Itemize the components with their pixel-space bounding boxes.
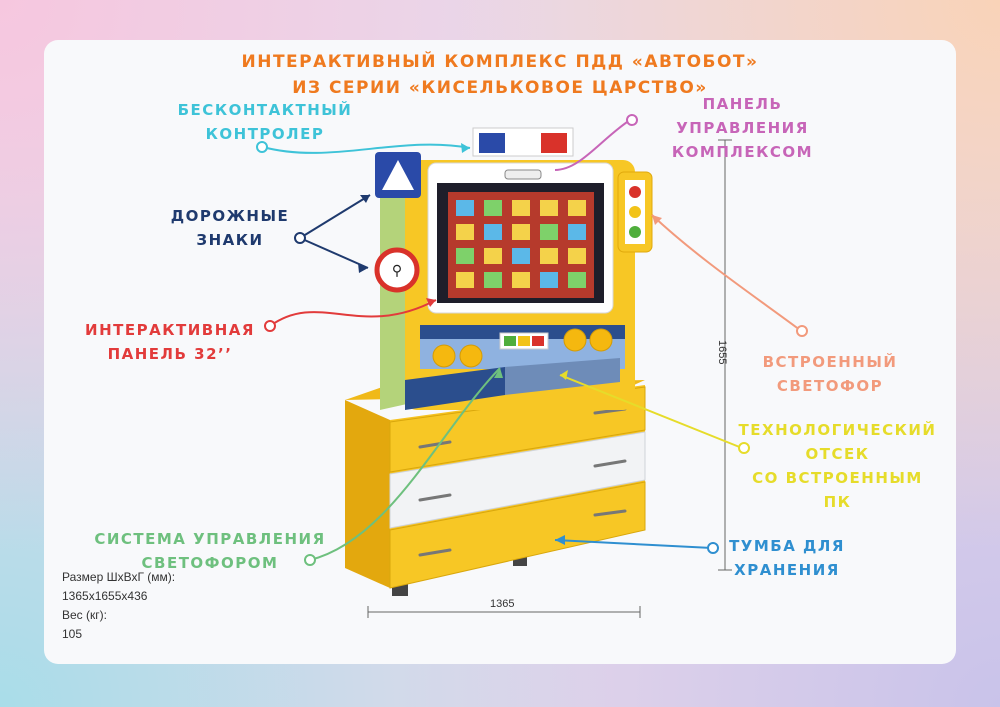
arrowhead <box>358 263 368 273</box>
drawer-handle <box>418 440 452 449</box>
drawer-handle <box>418 493 452 502</box>
label-signs-line1: ДОРОЖНЫЕ <box>170 207 290 225</box>
specs-block: Размер ШхВхГ (мм): 1365x1655x436 Вес (кг… <box>62 568 175 644</box>
label-tech-bay-line1: ТЕХНОЛОГИЧЕСКИЙ <box>738 421 937 439</box>
page-title-line2: ИЗ СЕРИИ «КИСЕЛЬКОВОЕ ЦАРСТВО» <box>292 78 708 98</box>
label-control-panel-line2: КОМПЛЕКСОМ <box>671 143 814 161</box>
signs-connector-upper <box>299 194 371 239</box>
label-controller-line1: БЕСКОНТАКТНЫЙ <box>177 101 353 119</box>
panel-connector <box>269 299 437 327</box>
cabinet-dot <box>707 542 719 554</box>
arrowhead <box>652 215 662 225</box>
label-controller: БЕСКОНТАКТНЫЙ КОНТРОЛЕР <box>165 98 365 146</box>
label-traffic-control: СИСТЕМА УПРАВЛЕНИЯ СВЕТОФОРОМ <box>85 527 335 575</box>
label-tech-bay-line2: ОТСЕК <box>805 445 870 463</box>
label-signs-line2: ЗНАКИ <box>196 231 264 249</box>
label-panel-line2: ПАНЕЛЬ 32’’ <box>107 345 233 363</box>
label-traffic-control-line1: СИСТЕМА УПРАВЛЕНИЯ <box>94 530 326 548</box>
width-dimension-label: 1365 <box>490 598 515 610</box>
control-panel-dot <box>626 114 638 126</box>
drawer-middle <box>389 431 646 529</box>
lower-panel <box>405 367 505 410</box>
drawer-bottom <box>389 481 646 589</box>
label-control-panel: ПАНЕЛЬ УПРАВЛЕНИЯ КОМПЛЕКСОМ <box>635 92 850 164</box>
label-builtin-light: ВСТРОЕННЫЙ СВЕТОФОР <box>755 350 905 398</box>
arrowhead <box>461 143 470 153</box>
label-panel: ИНТЕРАКТИВНАЯ ПАНЕЛЬ 32’’ <box>75 318 265 366</box>
red-signal <box>629 186 641 198</box>
screen-camera-bar <box>504 169 542 180</box>
green-button <box>504 336 516 346</box>
green-signal <box>629 226 641 238</box>
round-button <box>432 344 456 368</box>
label-tech-bay-line3: СО ВСТРОЕННЫМ ПК <box>752 469 923 511</box>
drawer-handle <box>418 548 452 557</box>
cabinet-foot <box>513 555 527 566</box>
builtin-light-dot <box>796 325 808 337</box>
signs-connector-lower <box>299 237 369 269</box>
control-panel-connector <box>554 119 631 171</box>
yellow-signal <box>629 206 641 218</box>
cabinet-side <box>345 400 390 588</box>
arrowhead <box>555 535 565 545</box>
yellow-button <box>518 336 530 346</box>
crosswalk-sign-triangle <box>382 160 414 190</box>
builtin-light-connector <box>651 214 801 331</box>
height-dimension-label: 1655 <box>716 340 728 365</box>
traffic-control-dot <box>304 554 316 566</box>
weight-value: 105 <box>62 627 83 641</box>
tech-bay-dot <box>738 442 750 454</box>
size-value: 1365x1655x436 <box>62 589 148 603</box>
traffic-control-connector <box>309 367 501 561</box>
drawer-handle <box>593 459 627 468</box>
controller-connector <box>262 143 471 154</box>
cabinet-connector <box>554 539 713 549</box>
page-title-line1: ИНТЕРАКТИВНЫЙ КОМПЛЕКС ПДД «АВТОБОТ» <box>241 52 759 72</box>
size-label: Размер ШхВхГ (мм): <box>62 570 176 584</box>
tech-bay-connector <box>559 374 743 449</box>
controller-red <box>541 133 567 153</box>
label-builtin-light-line2: СВЕТОФОР <box>776 377 884 395</box>
label-cabinet-line2: ХРАНЕНИЯ <box>734 561 840 579</box>
red-button <box>532 336 544 346</box>
screen-tiles <box>456 200 586 288</box>
round-button <box>459 344 483 368</box>
label-builtin-light-line1: ВСТРОЕННЫЙ <box>762 353 898 371</box>
controller-blue <box>479 133 505 153</box>
bicycle-icon: ⚲ <box>392 263 402 279</box>
label-cabinet: ТУМБА ДЛЯ ХРАНЕНИЯ <box>722 534 852 582</box>
arrowhead <box>360 195 370 203</box>
label-panel-line1: ИНТЕРАКТИВНАЯ <box>85 321 255 339</box>
label-traffic-control-line2: СВЕТОФОРОМ <box>141 554 279 572</box>
controller-dot <box>256 141 268 153</box>
label-control-panel-line1: ПАНЕЛЬ УПРАВЛЕНИЯ <box>676 95 809 137</box>
label-controller-line2: КОНТРОЛЕР <box>205 125 325 143</box>
label-signs: ДОРОЖНЫЕ ЗНАКИ <box>170 204 290 252</box>
label-tech-bay: ТЕХНОЛОГИЧЕСКИЙ ОТСЕК СО ВСТРОЕННЫМ ПК <box>735 418 940 514</box>
arrowhead <box>560 370 568 380</box>
round-button <box>563 328 587 352</box>
weight-label: Вес (кг): <box>62 608 107 622</box>
signs-dot <box>294 232 306 244</box>
panel-dot <box>264 320 276 332</box>
round-button <box>589 328 613 352</box>
arrowhead <box>426 298 436 307</box>
arrowhead <box>494 368 503 378</box>
label-cabinet-line1: ТУМБА ДЛЯ <box>729 537 845 555</box>
no-bicycle-sign <box>374 247 420 293</box>
drawer-handle <box>593 509 627 517</box>
